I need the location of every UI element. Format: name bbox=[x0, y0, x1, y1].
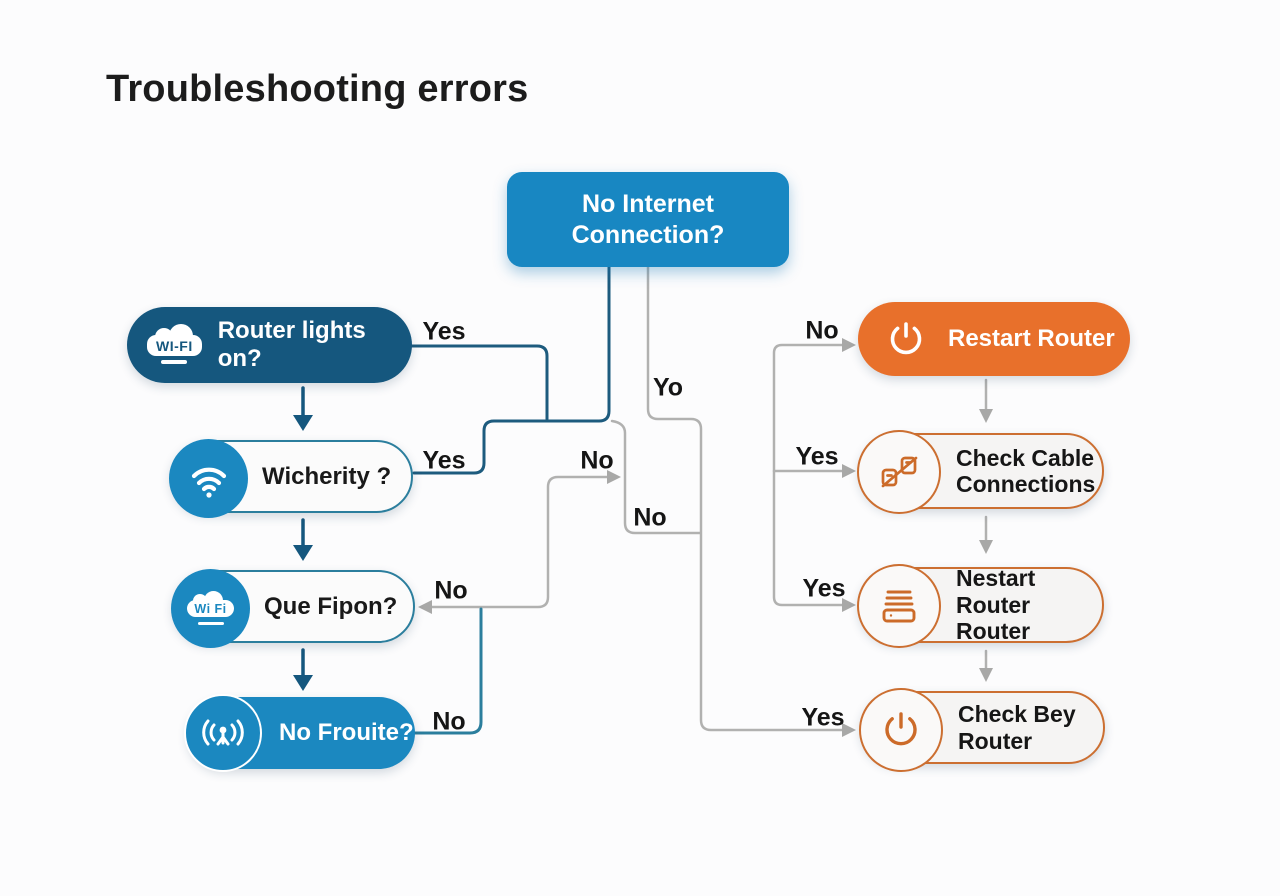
edge-right-bus bbox=[772, 343, 845, 607]
node-nestart-router-router: Nestart Router Router bbox=[857, 564, 1104, 648]
edge-label-no-restart-router: No bbox=[805, 316, 839, 345]
power-icon bbox=[859, 688, 943, 772]
node-label: No Internet Connection? bbox=[571, 190, 725, 249]
node-check-bey-router: Check Bey Router bbox=[859, 688, 1105, 772]
edge-label-no-que-fipon: No bbox=[434, 576, 468, 605]
wifi-badge-text: WI-FI bbox=[156, 337, 193, 354]
wifi-badge-text: Wi Fi bbox=[194, 601, 227, 616]
node-label: Router lights on? bbox=[217, 317, 366, 372]
router-device-icon bbox=[857, 564, 941, 648]
node-label: Restart Router bbox=[948, 325, 1115, 352]
edge-label-yes-check-cable: Yes bbox=[795, 442, 839, 471]
edge-label-no-mid-lower: No bbox=[633, 503, 667, 532]
edge-label-yes-check-bey: Yes bbox=[801, 703, 845, 732]
node-wicherity: Wicherity ? bbox=[169, 439, 413, 518]
node-router-lights-on: WI-FI Router lights on? bbox=[127, 307, 412, 383]
node-label: Nestart Router Router bbox=[956, 565, 1036, 645]
edge-label-no-mid-upper: No bbox=[580, 446, 614, 475]
power-icon bbox=[886, 319, 926, 359]
node-label: Check Bey Router bbox=[958, 701, 1076, 754]
gray-arrowheads bbox=[418, 338, 993, 737]
cable-connector-icon bbox=[857, 430, 941, 514]
node-label: Check Cable Connections bbox=[956, 444, 1096, 497]
node-label: No Frouite? bbox=[279, 719, 414, 746]
edge-label-yes-router-lights: Yes bbox=[422, 317, 466, 346]
edge-root-trunk bbox=[412, 265, 611, 475]
edge-label-no-frouite: No bbox=[432, 707, 466, 736]
navy-arrowheads bbox=[293, 415, 313, 691]
edge-label-yes-wicherity: Yes bbox=[422, 446, 466, 475]
edge-router-yes bbox=[410, 344, 549, 421]
wifi-cloud-badge-icon: Wi Fi bbox=[171, 569, 250, 648]
page-title: Troubleshooting errors bbox=[106, 68, 529, 110]
edge-label-yes-nestart-router: Yes bbox=[802, 574, 846, 603]
node-label: Que Fipon? bbox=[264, 592, 398, 620]
node-label: Wicherity ? bbox=[262, 462, 392, 490]
node-restart-router: Restart Router bbox=[858, 302, 1130, 376]
edge-yo-path bbox=[646, 265, 845, 732]
wifi-cloud-badge-icon: WI-FI bbox=[147, 323, 202, 364]
node-check-cable-connections: Check Cable Connections bbox=[857, 430, 1104, 514]
broadcast-antenna-icon bbox=[184, 694, 262, 772]
wifi-signal-icon bbox=[169, 439, 248, 518]
edge-no-double bbox=[430, 475, 609, 609]
node-que-fipon: Wi Fi Que Fipon? bbox=[171, 569, 415, 648]
edge-frouite-no bbox=[413, 607, 483, 735]
node-no-internet-connection: No Internet Connection? bbox=[507, 172, 789, 267]
edge-mid-branch bbox=[610, 419, 702, 535]
edge-label-yo-center: Yo bbox=[652, 373, 684, 402]
node-no-frouite: No Frouite? bbox=[184, 694, 415, 772]
